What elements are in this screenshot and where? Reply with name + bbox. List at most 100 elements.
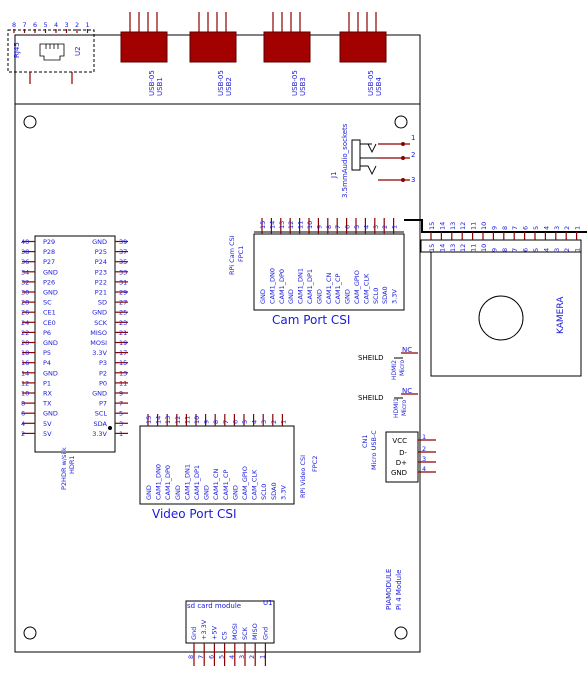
gpio-right-pin-label: SCL [95,410,108,418]
sd-card-pin-num: 8 [187,655,195,659]
gpio-left-pin-num: 4 [21,420,25,428]
gpio-left-pin-num: 18 [21,349,29,357]
video-port-body [139,425,295,505]
cam-port-pin-num: 7 [334,225,342,229]
gpio-right-pin-num: 11 [119,379,127,387]
gpio-left-pin-label: P1 [43,379,51,387]
gpio-left-pin-num: 12 [21,379,29,387]
gpio-right-pin-label: MOSI [90,339,107,347]
cam-port-body [253,233,405,311]
video-port-pin-num: 9 [203,420,211,424]
rj45-pin-num: 6 [33,21,37,29]
video-port-pin-label: GND [231,485,239,500]
rj45-pin-num: 3 [65,21,69,29]
cam-port-pin-label: CAM_GPIO [353,270,361,304]
cam-port-pin-label: SDA0 [381,286,389,304]
gpio-left-pin-label: P27 [43,258,55,266]
gpio-left-pin-label: GND [43,268,58,276]
cam-cable-wire [404,219,587,233]
cam-port-pin-num: 8 [325,225,333,229]
sd-card-pin-label: +5V [210,625,218,640]
camera-pin-strip [420,239,582,253]
camera-pins: 1515141413131212111110109988776655443322… [428,222,582,252]
hdmi-1-type: Micro [401,400,408,416]
sd-card-pin-label: MOSI [231,623,239,640]
gpio-right-pin-num: 29 [119,289,127,297]
gpio-left-pin-num: 22 [21,329,29,337]
usb-ref: USB4 [375,77,383,96]
video-port-pin-label: CAM1_DN0 [155,464,163,500]
camera-pin-num-top: 6 [522,226,530,230]
usb-c-pin-label: GND [391,469,407,477]
cam-port-fpc: 15GND14CAM1_DN013CAM1_DP012GND11CAM1_DN1… [228,218,405,327]
gpio-left-pin-label: CE1 [43,309,56,317]
sd-card-pin-label: Gnd [190,627,198,640]
gpio-left-pin-num: 24 [21,319,29,327]
video-port-pin-num: 4 [251,420,259,424]
usb-c-name: Micro USB-C [370,430,378,470]
hdmi-1-label: SHEILD [358,394,383,402]
gpio-left-pin-label: P6 [43,329,51,337]
camera-pin-num: 9 [490,248,498,252]
gpio-right-pin-num: 25 [119,309,127,317]
hdmi-1-connector: SHEILD NC Micro HDMI1 [358,387,418,418]
video-port-pin-label: CAM_GPIO [241,466,249,500]
usb-c-ref: CN1 [361,434,369,448]
usb-c-pin-label: D+ [396,459,407,467]
gpio-right-pin-label: SDA [94,420,108,428]
audio-pin-3-dot [401,178,405,182]
cam-port-pin-num: 5 [353,225,361,229]
mounting-hole-bottom-left [23,626,37,640]
gpio-right-pin-num: 7 [119,400,123,408]
rj45-footprint [7,29,95,73]
video-port-pin-num: 10 [193,416,201,424]
rj45-pin-num: 1 [86,21,90,29]
gpio-right-pin-num: 39 [119,238,127,246]
cam-port-pin-label: CAM_CLK [362,273,370,304]
sd-card-pin-num: 7 [197,655,205,659]
gpio-left-pin-label: GND [43,339,58,347]
cam-port-pin-label: CAM1_CP [334,273,342,304]
video-port-pins: 15GND14CAM1_DN013CAM1_DP012GND11CAM1_DN1… [145,414,287,500]
cam-port-pin-num: 12 [287,221,295,229]
video-port-fpc: 15GND14CAM1_DN013CAM1_DP012GND11CAM1_DN1… [139,414,319,521]
sd-card-module: sd card module U1 Gnd8+3.3V7+5V6CS5MOSI4… [185,599,275,666]
camera-pin-num: 14 [438,244,446,252]
video-port-pin-num: 7 [222,420,230,424]
audio-pin-1-dot [401,142,405,146]
camera-pin-num: 2 [563,248,571,252]
gpio-right-pin-num: 37 [119,248,127,256]
camera-pin-num: 13 [449,244,457,252]
camera-pin-num-top: 1 [574,226,582,230]
usb-ref: USB1 [156,77,164,96]
hdmi-2-ref: HDMI2 [391,360,398,380]
camera-name: KAMERA [556,296,566,334]
gpio-left-pin-num: 10 [21,390,29,398]
hdmi-2-nc: NC [402,346,412,354]
cam-port-pin-num: 6 [344,225,352,229]
video-port-pin-label: 3.3V [279,485,287,500]
camera-pin-num-top: 10 [480,222,488,230]
gpio-left-pin-num: 36 [21,258,29,266]
rj45-pin-num: 5 [44,21,48,29]
gpio-left-pin-num: 16 [21,359,29,367]
camera-pin-num-top: 7 [511,226,519,230]
gpio-right-pin-label: GND [92,238,107,246]
audio-name: 3.5mmAudio_sockets [341,123,349,198]
hdmi-2-connector: SHEILD NC Micro HDMI2 [358,346,418,380]
usb-body [120,31,168,63]
cam-port-pin-num: 3 [372,225,380,229]
gpio-right-pin-label: P3 [99,359,107,367]
gpio-right-pin-num: 23 [119,319,127,327]
gpio-right-pin-num: 15 [119,359,127,367]
gpio-right-pin-label: MISO [90,329,107,337]
sd-card-pin-label: +3.3V [200,619,208,640]
hdmi-2-type: Micro [399,360,406,376]
gpio-left-pin-label: SC [43,299,52,307]
sd-card-pin-label: Gnd [261,627,269,640]
sd-card-body [185,600,275,644]
cam-port-pin-label: GND [259,289,267,304]
sd-card-pin-num: 4 [228,655,236,659]
